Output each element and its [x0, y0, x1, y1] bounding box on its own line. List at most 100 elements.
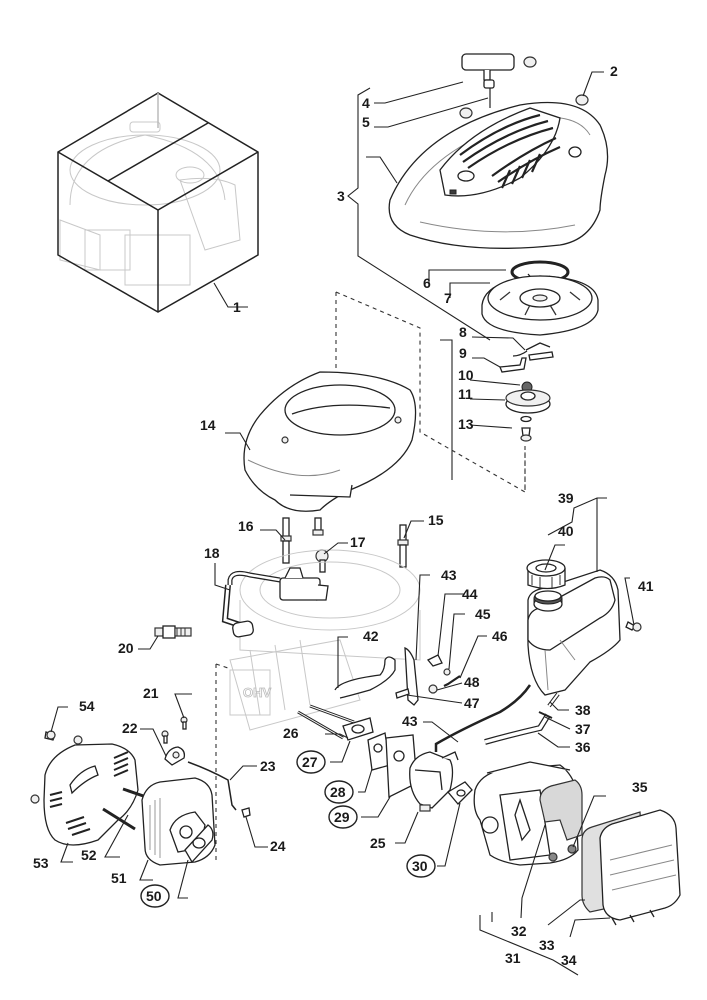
- ground-wire[interactable]: [187, 761, 237, 811]
- ignition-coil[interactable]: [221, 567, 329, 638]
- label-1[interactable]: 1: [233, 299, 241, 315]
- label-47[interactable]: 47: [464, 695, 480, 711]
- stud-15[interactable]: [397, 524, 409, 568]
- label-34[interactable]: 34: [561, 952, 577, 968]
- label-3[interactable]: 3: [337, 188, 345, 204]
- label-17[interactable]: 17: [350, 534, 366, 550]
- label-25[interactable]: 25: [370, 835, 386, 851]
- label-33[interactable]: 33: [539, 937, 555, 953]
- label-8[interactable]: 8: [459, 324, 467, 340]
- label-18[interactable]: 18: [204, 545, 220, 561]
- label-46[interactable]: 46: [492, 628, 508, 644]
- air-filter-cover[interactable]: [599, 809, 681, 926]
- label-14[interactable]: 14: [200, 417, 216, 433]
- label-2[interactable]: 2: [610, 63, 618, 79]
- label-4[interactable]: 4: [362, 95, 370, 111]
- label-9[interactable]: 9: [459, 345, 467, 361]
- bolt[interactable]: [73, 735, 83, 745]
- engine-logo: OHV: [243, 685, 272, 700]
- label-23[interactable]: 23: [260, 758, 276, 774]
- screw-17[interactable]: [315, 549, 329, 573]
- label-29-circled[interactable]: 29: [328, 805, 358, 829]
- label-54[interactable]: 54: [79, 698, 95, 714]
- nut[interactable]: [523, 56, 537, 68]
- label-13[interactable]: 13: [458, 416, 474, 432]
- label-42[interactable]: 42: [363, 628, 379, 644]
- spark-plug[interactable]: [154, 625, 192, 639]
- muffler-guard[interactable]: [43, 743, 139, 846]
- governor-spring[interactable]: [443, 675, 461, 687]
- label-45[interactable]: 45: [475, 606, 491, 622]
- label-39[interactable]: 39: [558, 490, 574, 506]
- label-53[interactable]: 53: [33, 855, 49, 871]
- label-6[interactable]: 6: [423, 275, 431, 291]
- starter-cover[interactable]: [388, 101, 609, 249]
- bolt[interactable]: [30, 794, 40, 804]
- screw[interactable]: [161, 730, 169, 744]
- label-35[interactable]: 35: [632, 779, 648, 795]
- label-22[interactable]: 22: [122, 720, 138, 736]
- label-27-circled[interactable]: 27: [296, 750, 326, 774]
- breather-tube[interactable]: [334, 656, 396, 699]
- carburetor[interactable]: [409, 751, 459, 812]
- label-44[interactable]: 44: [462, 586, 478, 602]
- nut-5[interactable]: [459, 107, 473, 119]
- spark-arrester[interactable]: [164, 746, 186, 766]
- label-20[interactable]: 20: [118, 640, 134, 656]
- label-51[interactable]: 51: [111, 870, 127, 886]
- blower-housing[interactable]: [243, 371, 417, 512]
- clamp[interactable]: [538, 711, 553, 719]
- nut-2[interactable]: [575, 94, 589, 106]
- label-15[interactable]: 15: [428, 512, 444, 528]
- washer-48[interactable]: [428, 684, 438, 694]
- label-10[interactable]: 10: [458, 367, 474, 383]
- label-48[interactable]: 48: [464, 674, 480, 690]
- screw-21[interactable]: [180, 716, 188, 730]
- filter-element[interactable]: [539, 779, 583, 841]
- pawl-spring[interactable]: [525, 342, 551, 351]
- stud[interactable]: [312, 517, 324, 536]
- starter-pulley[interactable]: [481, 275, 599, 336]
- ratchet[interactable]: [499, 357, 527, 373]
- label-32[interactable]: 32: [511, 923, 527, 939]
- fuel-cap-neck[interactable]: [533, 590, 563, 612]
- nut-35[interactable]: [567, 844, 577, 854]
- muffler[interactable]: [141, 777, 216, 866]
- svg-text:27: 27: [302, 754, 318, 770]
- label-50-circled[interactable]: 50: [140, 884, 170, 908]
- complete-engine-cube[interactable]: [57, 92, 259, 313]
- ratchet-disc[interactable]: [505, 389, 551, 414]
- label-5[interactable]: 5: [362, 114, 370, 130]
- bolt-54[interactable]: [44, 730, 56, 741]
- label-40[interactable]: 40: [558, 523, 574, 539]
- label-21[interactable]: 21: [143, 685, 159, 701]
- label-37[interactable]: 37: [575, 721, 591, 737]
- label-52[interactable]: 52: [81, 847, 97, 863]
- washer[interactable]: [520, 415, 532, 423]
- bolt-45[interactable]: [443, 668, 451, 676]
- label-16[interactable]: 16: [238, 518, 254, 534]
- label-43-lower[interactable]: 43: [402, 713, 418, 729]
- bracket[interactable]: [426, 654, 443, 667]
- label-36[interactable]: 36: [575, 739, 591, 755]
- fuel-cap[interactable]: [526, 559, 566, 590]
- label-24[interactable]: 24: [270, 838, 286, 854]
- label-7[interactable]: 7: [444, 290, 452, 306]
- label-43-upper[interactable]: 43: [441, 567, 457, 583]
- bolt-47[interactable]: [395, 688, 410, 699]
- bolt-41[interactable]: [625, 621, 642, 632]
- label-26[interactable]: 26: [283, 725, 299, 741]
- label-11[interactable]: 11: [458, 386, 473, 402]
- stud-16[interactable]: [280, 517, 292, 564]
- label-28-circled[interactable]: 28: [324, 780, 354, 804]
- muffler-stud-52[interactable]: [102, 807, 136, 831]
- label-31[interactable]: 31: [505, 950, 521, 966]
- throttle-cable[interactable]: [434, 684, 532, 752]
- starter-handle[interactable]: [461, 53, 515, 108]
- pawl[interactable]: [528, 351, 554, 361]
- label-41[interactable]: 41: [638, 578, 654, 594]
- fitting-24[interactable]: [241, 807, 251, 818]
- label-38[interactable]: 38: [575, 702, 591, 718]
- label-30-circled[interactable]: 30: [406, 854, 436, 878]
- nut[interactable]: [548, 852, 558, 862]
